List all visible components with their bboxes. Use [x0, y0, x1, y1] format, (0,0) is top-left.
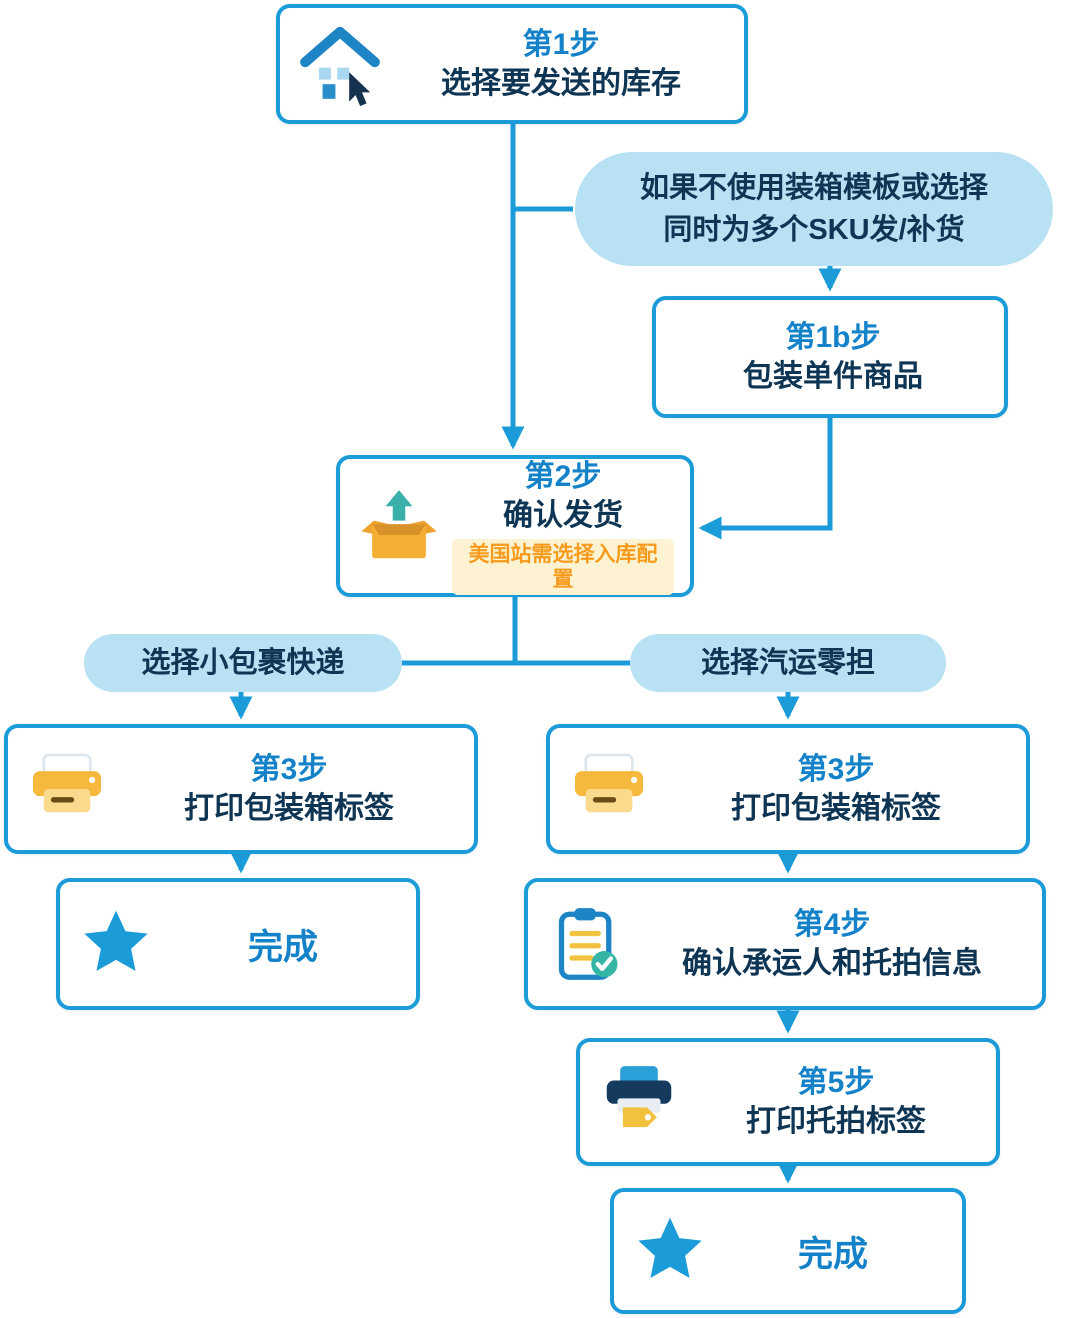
step1b-title: 包装单件商品	[743, 360, 923, 393]
star-icon	[630, 1211, 710, 1291]
step5-title: 打印托拍标签	[746, 1105, 926, 1138]
printer-icon	[566, 746, 652, 832]
condition-line1: 如果不使用装箱模板或选择	[639, 171, 988, 204]
step3-left-label: 第3步	[250, 753, 328, 786]
branch-right-label: 选择汽运零担	[700, 646, 875, 679]
step1-title: 选择要发送的库存	[441, 67, 681, 100]
printer-icon	[24, 746, 110, 832]
step1-label: 第1步	[522, 28, 600, 61]
branch-left-label: 选择小包裹快递	[141, 646, 345, 679]
step2-title: 确认发货	[503, 498, 623, 532]
step4-label: 第4步	[793, 908, 871, 941]
step3-left-title: 打印包装箱标签	[184, 792, 394, 825]
condition-pill: 如果不使用装箱模板或选择 同时为多个SKU发/补货	[575, 152, 1053, 266]
printer-tag-icon	[596, 1059, 682, 1145]
step3-right-label: 第3步	[797, 753, 875, 786]
done-left-label: 完成	[247, 927, 318, 967]
done-right-label: 完成	[797, 1234, 868, 1274]
step5-node: 第5步 打印托拍标签	[576, 1038, 1000, 1166]
branch-left-pill: 选择小包裹快递	[84, 634, 402, 692]
box-arrow-up-icon	[356, 483, 442, 569]
step2-label: 第2步	[524, 459, 602, 493]
step5-label: 第5步	[797, 1066, 875, 1099]
condition-line2: 同时为多个SKU发/补货	[663, 214, 965, 246]
clipboard-check-icon	[544, 902, 628, 986]
done-right-node: 完成	[610, 1188, 966, 1314]
step3-left-node: 第3步 打印包装箱标签	[4, 724, 478, 854]
step1-node: 第1步 选择要发送的库存	[276, 4, 748, 124]
branch-right-pill: 选择汽运零担	[630, 634, 946, 692]
step3-right-node: 第3步 打印包装箱标签	[546, 724, 1030, 854]
step2-node: 第2步 确认发货 美国站需选择入库配置	[336, 455, 694, 597]
step4-title: 确认承运人和托拍信息	[682, 947, 982, 980]
step4-node: 第4步 确认承运人和托拍信息	[524, 878, 1046, 1010]
step1b-node: 第1b步 包装单件商品	[652, 296, 1008, 418]
star-icon	[76, 904, 156, 984]
step3-right-title: 打印包装箱标签	[731, 792, 941, 825]
step2-note: 美国站需选择入库配置	[452, 538, 674, 596]
house-with-cursor-icon	[296, 20, 384, 108]
done-left-node: 完成	[56, 878, 420, 1010]
step1b-label: 第1b步	[785, 321, 881, 354]
